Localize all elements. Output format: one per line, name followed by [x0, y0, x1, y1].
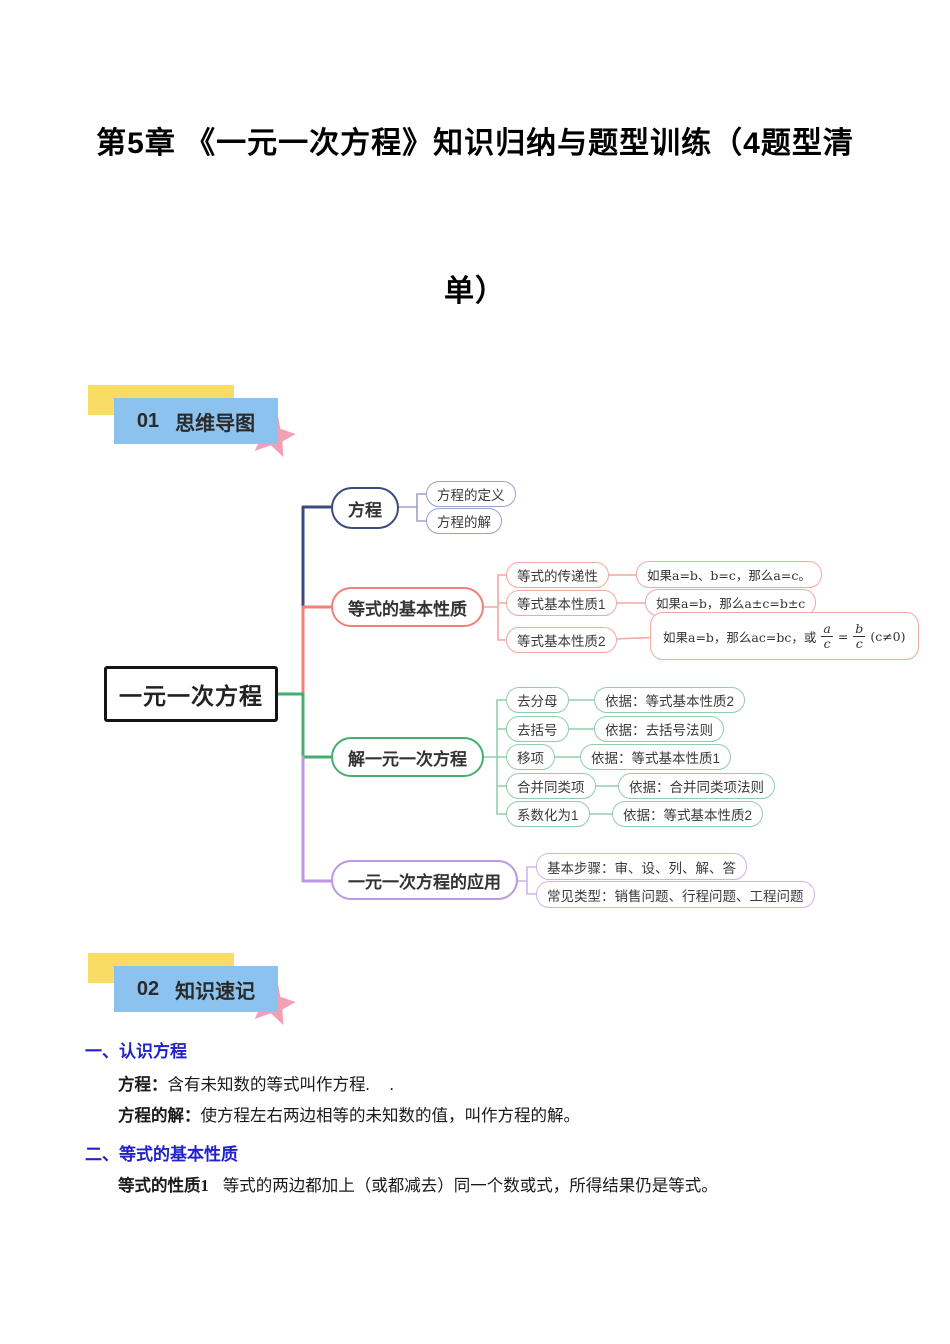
notes-heading-2: 二、等式的基本性质	[85, 1145, 238, 1164]
term-property1: 等式的性质1	[118, 1176, 209, 1195]
mindmap-step-remove-denominator: 去分母	[506, 687, 569, 713]
section-badge-01: 01 思维导图	[88, 385, 318, 460]
badge-label: 思维导图	[175, 412, 256, 435]
notes-para-solution: 方程的解：使方程左右两边相等的未知数的值，叫作方程的解。	[118, 1102, 580, 1126]
mindmap-basis-remove-denominator: 依据：等式基本性质2	[594, 687, 746, 713]
mindmap-step-remove-brackets: 去括号	[506, 716, 569, 742]
mindmap-basis-coefficient-to-1: 依据：等式基本性质2	[612, 801, 764, 827]
section-badge-02: 02 知识速记	[88, 953, 318, 1028]
mindmap-node-equation-solution: 方程的解	[426, 508, 502, 534]
mindmap-node-equation: 方程	[331, 487, 399, 529]
mindmap-node-basic-steps: 基本步骤：审、设、列、解、答	[536, 853, 747, 880]
definition-equation-solution: 使方程左右两边相等的未知数的值，叫作方程的解。	[200, 1106, 581, 1125]
mindmap-formula-property2: 如果a=b，那么ac=bc，或 a c = b c (c≠0)	[650, 612, 919, 660]
term-equation-solution: 方程的解：	[118, 1106, 201, 1125]
definition-property1: 等式的两边都加上（或都减去）同一个数或式，所得结果仍是等式。	[222, 1176, 718, 1195]
mindmap-node-property1: 等式基本性质1	[506, 590, 617, 616]
definition-equation: 含有未知数的等式叫作方程.	[167, 1075, 370, 1094]
notes-para-equation: 方程：含有未知数的等式叫作方程..	[118, 1071, 394, 1095]
mindmap-node-property2: 等式基本性质2	[506, 627, 617, 653]
formula-prefix: 如果a=b，那么ac=bc，或	[663, 629, 817, 645]
mindmap-root: 一元一次方程	[104, 666, 278, 722]
badge-title: 01 思维导图	[114, 398, 278, 444]
mindmap-node-properties: 等式的基本性质	[331, 587, 484, 627]
badge-label: 知识速记	[175, 980, 256, 1003]
mindmap-formula-transitivity: 如果a=b、b=c，那么a=c。	[636, 561, 822, 588]
mindmap-basis-remove-brackets: 依据：去括号法则	[594, 716, 724, 742]
mindmap-node-solving: 解一元一次方程	[331, 737, 484, 777]
page-title-line2: 单）	[444, 275, 506, 308]
stray-period: .	[389, 1075, 394, 1094]
fraction-b-over-c: b c	[853, 621, 866, 651]
badge-title: 02 知识速记	[114, 966, 278, 1012]
formula-equals: =	[837, 628, 849, 644]
badge-number: 02	[136, 977, 160, 1000]
badge-number: 01	[136, 409, 160, 432]
mindmap-step-combine-terms: 合并同类项	[506, 773, 596, 799]
fraction-a-over-c: a c	[821, 621, 833, 651]
mindmap-step-move-terms: 移项	[506, 744, 555, 770]
mindmap-node-application: 一元一次方程的应用	[331, 860, 518, 900]
mindmap-step-coefficient-to-1: 系数化为1	[506, 801, 590, 827]
mindmap-node-common-types: 常见类型：销售问题、行程问题、工程问题	[536, 881, 815, 908]
mindmap-formula-property1: 如果a=b，那么a±c=b±c	[645, 589, 817, 616]
term-equation: 方程：	[118, 1075, 168, 1094]
page-title-line1: 第5章 《一元一次方程》知识归纳与题型训练（4题型清	[96, 127, 854, 160]
mindmap-node-transitivity: 等式的传递性	[506, 562, 609, 588]
notes-para-property1: 等式的性质1 等式的两边都加上（或都减去）同一个数或式，所得结果仍是等式。	[118, 1172, 718, 1196]
notes-heading-1: 一、认识方程	[85, 1042, 187, 1061]
formula-condition: (c≠0)	[870, 628, 906, 644]
mindmap-node-equation-definition: 方程的定义	[426, 481, 516, 507]
mindmap-basis-combine-terms: 依据：合并同类项法则	[618, 773, 775, 799]
mindmap-basis-move-terms: 依据：等式基本性质1	[580, 744, 732, 770]
